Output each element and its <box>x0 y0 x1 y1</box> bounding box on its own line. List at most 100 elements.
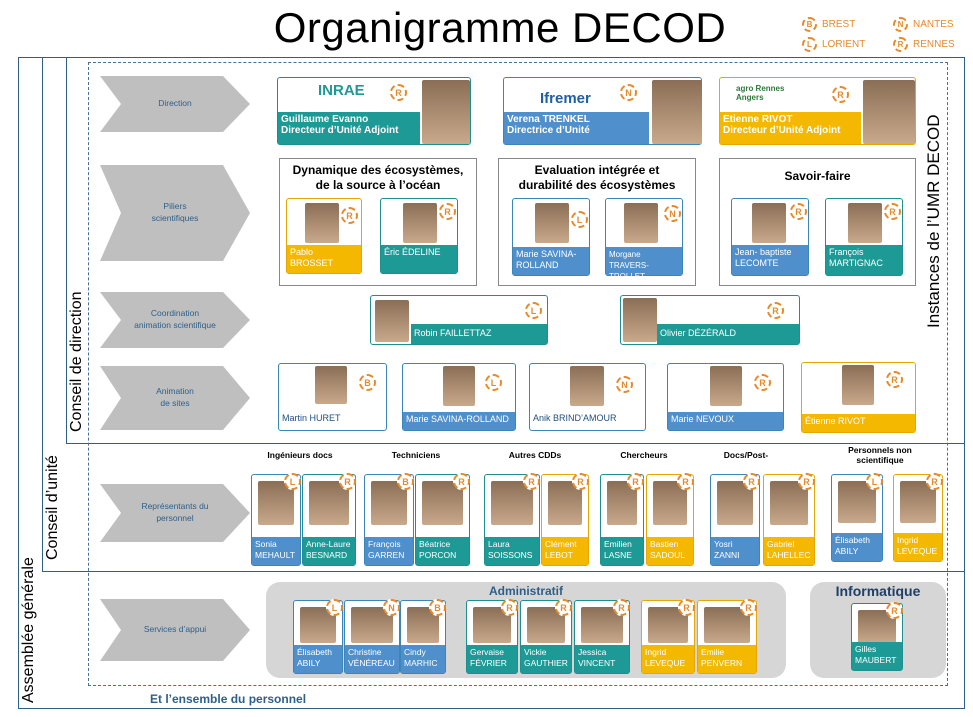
person-card: B Martin HURET <box>278 363 387 431</box>
instances-label: Instances de l’UMR DECOD <box>924 114 943 328</box>
photo <box>842 365 874 405</box>
page-title: Organigramme DECOD <box>273 4 727 51</box>
direction-card: agro Rennes Angers R Etienne RIVOT Direc… <box>719 77 916 145</box>
person-card: R Ingrid LEVEQUE <box>893 473 943 562</box>
person-card: L Marie SAVINA-ROLLAND <box>402 363 516 431</box>
site-badge-icon: N <box>664 205 681 222</box>
person-name: Etienne RIVOT <box>723 114 793 125</box>
site-badge-icon: L <box>525 302 542 319</box>
site-badge-icon: R <box>798 473 815 490</box>
photo <box>848 203 882 243</box>
footer-text: Et l’ensemble du personnel <box>150 692 307 706</box>
site-badge-icon: N <box>620 84 637 101</box>
agro-logo: agro Rennes Angers <box>736 84 785 102</box>
site-badge-icon: B <box>429 599 446 616</box>
site-badge-icon: R <box>390 84 407 101</box>
site-badge-icon: R <box>555 599 572 616</box>
site-badge-icon: R <box>743 473 760 490</box>
person-name: Morgane TRAVERS-TROLLET <box>606 247 682 281</box>
person-name: Marie NEVOUX <box>668 412 783 430</box>
site-badge-icon: R <box>523 473 540 490</box>
person-name: Marie SAVINA-ROLLAND <box>513 247 589 275</box>
info-title: Informatique <box>835 583 921 599</box>
site-badge-icon: R <box>740 599 757 616</box>
assemblee-label: Assemblée générale <box>20 557 37 703</box>
photo <box>535 203 569 243</box>
photo <box>752 203 786 243</box>
person-name: Ingrid LEVEQUE <box>642 645 694 673</box>
person-card: R François MARTIGNAC <box>825 198 903 276</box>
photo <box>375 300 409 342</box>
person-name: Gilles MAUBERT <box>852 642 902 670</box>
person-role: Directeur d’Unité Adjoint <box>723 125 841 136</box>
category-label: Chercheurs <box>620 450 668 460</box>
site-badge-icon: R <box>501 599 518 616</box>
site-badge-icon: R <box>926 473 943 490</box>
person-card: R Yosri ZANNI <box>710 473 760 566</box>
inrae-logo: INRAE <box>318 82 365 99</box>
conseil-direction-frame <box>66 57 965 444</box>
person-name: Pablo BROSSET <box>287 245 361 273</box>
person-name: Verena TRENKEL <box>507 114 590 125</box>
person-name: Marie SAVINA-ROLLAND <box>403 412 515 430</box>
photo <box>315 366 347 404</box>
person-name: Martin HURET <box>282 413 341 423</box>
row-piliers: Piliers scientifiques <box>100 165 250 261</box>
instances-frame <box>88 62 948 686</box>
site-badge-icon: R <box>884 203 901 220</box>
person-name: Élisabeth ABILY <box>294 645 342 673</box>
person-card: R Olivier DÉZÉRALD <box>620 295 800 345</box>
site-badge-icon: R <box>754 374 771 391</box>
rennes-badge-icon: R <box>893 37 908 52</box>
person-name: Yosri ZANNI <box>711 537 759 565</box>
ifremer-logo: Ifremer <box>540 90 591 107</box>
category-label: Docs/Post- <box>723 450 769 460</box>
site-badge-icon: R <box>886 371 903 388</box>
person-role: Directrice d’Unité <box>507 125 590 136</box>
person-card: R Éric ÉDELINE <box>380 198 458 274</box>
brest-badge-icon: B <box>802 17 817 32</box>
person-name: François MARTIGNAC <box>826 245 902 275</box>
row-coordination: Coordination animation scientifique <box>100 292 250 348</box>
person-name: Ingrid LEVEQUE <box>894 533 942 561</box>
person-name: Guillaume Evanno <box>281 114 369 125</box>
person-name: Jessica VINCENT <box>575 645 629 673</box>
site-badge-icon: L <box>571 211 588 228</box>
person-name: Élisabeth ABILY <box>832 533 882 561</box>
site-badge-icon: R <box>341 207 358 224</box>
person-card: R Ingrid LEVEQUE <box>641 599 695 674</box>
person-name: Bastien SADOUL <box>647 537 693 565</box>
category-label: Personnels non scientifique <box>848 445 912 465</box>
site-badge-icon: R <box>453 473 470 490</box>
site-badge-icon: L <box>326 599 343 616</box>
site-badge-icon: R <box>677 473 694 490</box>
pillar-title: Dynamique des écosystèmes, de la source … <box>292 163 464 192</box>
lorient-badge-icon: L <box>802 37 817 52</box>
person-name: Laura SOISSONS <box>485 537 539 565</box>
person-name: Cindy MARHIC <box>401 645 445 673</box>
site-badge-icon: R <box>572 473 589 490</box>
person-name: Gabriel LAHELLEC <box>764 537 814 565</box>
person-card: R Laura SOISSONS <box>484 473 540 566</box>
site-badge-icon: L <box>284 473 301 490</box>
person-card: R Marie NEVOUX <box>667 363 784 431</box>
person-card: R Jean- baptiste LECOMTE <box>731 198 809 276</box>
site-badge-icon: R <box>678 599 695 616</box>
person-name: François GARREN <box>365 537 413 565</box>
nantes-badge-icon: N <box>893 17 908 32</box>
site-badge-icon: R <box>886 602 903 619</box>
site-badge-icon: B <box>359 374 376 391</box>
person-name: Christine VÉNÉREAU <box>345 645 399 673</box>
